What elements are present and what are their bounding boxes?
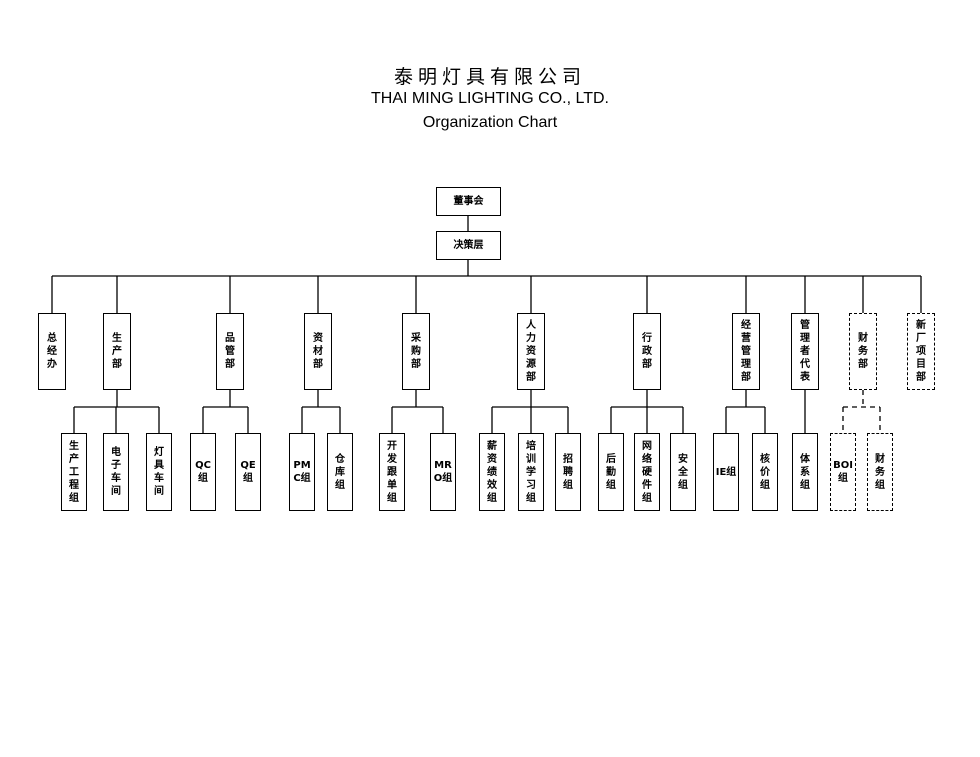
department-9-label: 财务部 [858, 333, 868, 370]
department-7-group-0-label: IE组 [715, 466, 737, 478]
department-0: 总经办 [38, 313, 66, 390]
department-3: 资材部 [304, 313, 332, 390]
department-8: 管理者代表 [791, 313, 819, 390]
department-2: 品管部 [216, 313, 244, 390]
department-5-label: 人力资源部 [526, 320, 536, 383]
department-1-label: 生产部 [112, 333, 122, 370]
department-1-group-0-label: 生产工程组 [69, 440, 79, 504]
department-4: 采购部 [402, 313, 430, 390]
department-4-label: 采购部 [411, 333, 421, 370]
department-4-group-1: MRO组 [430, 433, 456, 511]
department-4-group-0: 开发跟单组 [379, 433, 405, 511]
department-5-group-1: 培训学习组 [518, 433, 544, 511]
department-5-group-0-label: 薪资绩效组 [487, 440, 497, 504]
department-7: 经营管理部 [732, 313, 760, 390]
department-10: 新厂项目部 [907, 313, 935, 390]
company-name-chinese: 泰明灯具有限公司 [393, 66, 586, 88]
department-1-group-1-label: 电子车间 [111, 447, 121, 497]
department-1: 生产部 [103, 313, 131, 390]
department-6-group-0: 后勤组 [598, 433, 624, 511]
department-6-label: 行政部 [642, 333, 652, 370]
department-3-group-0: PMC组 [289, 433, 315, 511]
department-7-group-0: IE组 [713, 433, 739, 511]
department-3-group-0-label: PMC组 [293, 460, 311, 484]
department-8-label: 管理者代表 [800, 320, 810, 383]
department-2-group-1-label: QE组 [240, 460, 256, 484]
node-decision-label: 决策层 [453, 240, 484, 251]
department-7-label: 经营管理部 [741, 320, 751, 383]
department-5-group-0: 薪资绩效组 [479, 433, 505, 511]
department-0-label: 总经办 [47, 333, 57, 370]
department-10-label: 新厂项目部 [916, 320, 926, 383]
department-9: 财务部 [849, 313, 877, 390]
department-1-group-2: 灯具车间 [146, 433, 172, 511]
department-7-group-1-label: 核价组 [760, 453, 770, 491]
node-board-label: 董事会 [453, 196, 484, 207]
department-5-group-2-label: 招聘组 [563, 453, 573, 491]
department-3-group-1-label: 仓库组 [335, 453, 345, 491]
department-9-group-1-label: 财务组 [875, 453, 885, 491]
department-2-group-0: QC组 [190, 433, 216, 511]
department-6-group-1: 网络硬件组 [634, 433, 660, 511]
department-1-group-1: 电子车间 [103, 433, 129, 511]
company-name-english: THAI MING LIGHTING CO., LTD. [371, 90, 609, 107]
department-6-group-0-label: 后勤组 [606, 453, 616, 491]
department-8-group-0: 体系组 [792, 433, 818, 511]
department-6-group-2: 安全组 [670, 433, 696, 511]
department-5-group-2: 招聘组 [555, 433, 581, 511]
node-decision-layer: 决策层 [436, 231, 501, 260]
chart-subtitle: Organization Chart [422, 114, 558, 131]
department-2-label: 品管部 [225, 333, 235, 370]
department-4-group-1-label: MRO组 [433, 460, 453, 484]
department-9-group-0: BOI组 [830, 433, 856, 511]
department-5-group-1-label: 培训学习组 [526, 440, 536, 504]
department-6-group-2-label: 安全组 [678, 453, 688, 491]
department-6: 行政部 [633, 313, 661, 390]
department-9-group-0-label: BOI组 [833, 460, 853, 484]
node-board: 董事会 [436, 187, 501, 216]
department-2-group-1: QE组 [235, 433, 261, 511]
department-3-group-1: 仓库组 [327, 433, 353, 511]
department-8-group-0-label: 体系组 [800, 453, 810, 491]
department-3-label: 资材部 [313, 333, 323, 370]
department-9-group-1: 财务组 [867, 433, 893, 511]
department-2-group-0-label: QC组 [195, 460, 211, 484]
department-4-group-0-label: 开发跟单组 [387, 440, 397, 504]
department-5: 人力资源部 [517, 313, 545, 390]
department-6-group-1-label: 网络硬件组 [642, 440, 652, 504]
department-1-group-0: 生产工程组 [61, 433, 87, 511]
department-7-group-1: 核价组 [752, 433, 778, 511]
department-1-group-2-label: 灯具车间 [154, 447, 164, 497]
